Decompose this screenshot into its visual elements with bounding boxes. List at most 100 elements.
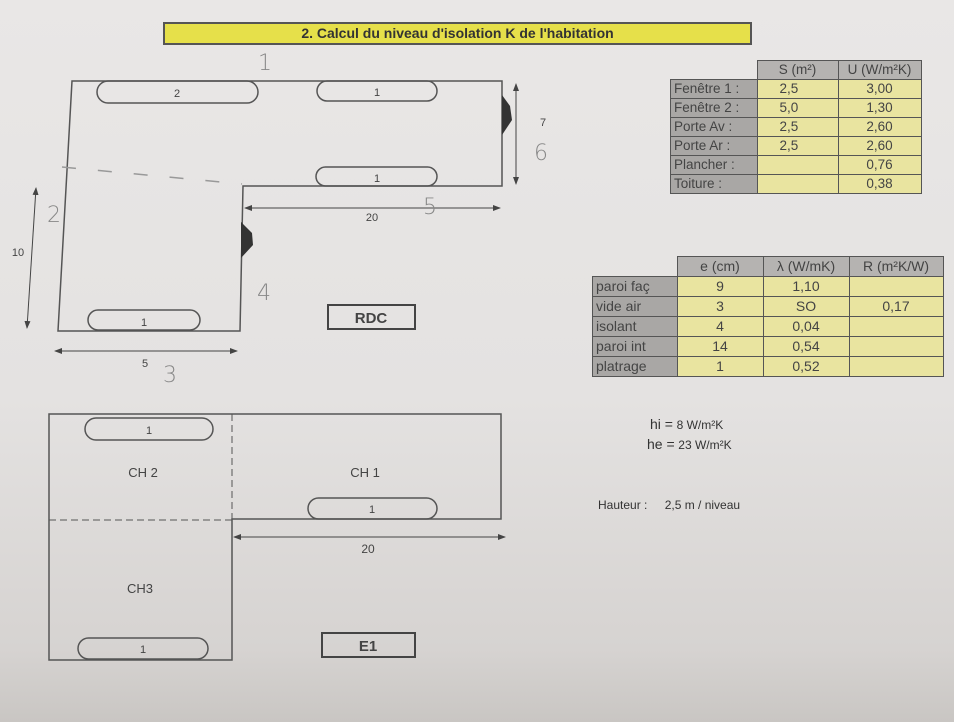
column-header: S (m²) bbox=[756, 60, 839, 80]
dimension-label: 5 bbox=[142, 358, 148, 370]
cell-s: 5,0 bbox=[756, 98, 839, 118]
window-label: 1 bbox=[140, 644, 146, 656]
e1-plan bbox=[48, 413, 506, 661]
cell-lambda: 1,10 bbox=[762, 276, 850, 297]
window-label: 1 bbox=[374, 87, 380, 99]
door-front-icon bbox=[241, 222, 253, 258]
cell-e: 14 bbox=[676, 336, 764, 357]
table-row: Plancher : 0,76 bbox=[670, 155, 922, 175]
cell-s bbox=[756, 155, 839, 175]
row-label: isolant bbox=[592, 316, 678, 337]
window-label: 1 bbox=[374, 173, 380, 185]
room-label: CH 2 bbox=[128, 465, 158, 480]
window-label: 2 bbox=[174, 88, 180, 100]
row-label: vide air bbox=[592, 296, 678, 317]
window-ch1 bbox=[307, 497, 438, 520]
rdc-outline bbox=[57, 80, 503, 332]
hi-label: hi = bbox=[650, 416, 673, 432]
cell-s: 2,5 bbox=[756, 79, 839, 99]
height-info: Hauteur : 2,5 m / niveau bbox=[598, 498, 740, 512]
cell-s: 2,5 bbox=[756, 117, 839, 137]
row-label: Fenêtre 1 : bbox=[670, 79, 758, 99]
cell-u: 1,30 bbox=[837, 98, 922, 118]
dimension-label: 20 bbox=[361, 542, 375, 556]
door-back-icon bbox=[502, 95, 512, 135]
window-1-mid bbox=[315, 166, 438, 187]
room-label: CH3 bbox=[127, 581, 153, 596]
cell-e: 1 bbox=[676, 356, 764, 377]
row-label: Fenêtre 2 : bbox=[670, 98, 758, 118]
window-label: 1 bbox=[369, 504, 375, 516]
page-title: 2. Calcul du niveau d'isolation K de l'h… bbox=[163, 22, 752, 45]
dimension-label: 10 bbox=[12, 247, 24, 259]
e1-label-box bbox=[321, 632, 416, 658]
window-label: 1 bbox=[146, 425, 152, 437]
handwritten-wall-number: 4 bbox=[257, 281, 271, 306]
rdc-plan bbox=[24, 80, 519, 354]
hi-value: 8 W/m²K bbox=[676, 418, 724, 432]
column-header: R (m²K/W) bbox=[848, 256, 944, 277]
he-coefficient: he = 23 W/m²K bbox=[647, 436, 732, 452]
window-1-top bbox=[316, 80, 438, 102]
height-value: 2,5 m / niveau bbox=[664, 498, 741, 512]
handwritten-wall-number: 3 bbox=[163, 363, 177, 388]
window-ch3 bbox=[77, 637, 209, 660]
column-header: λ (W/mK) bbox=[762, 256, 850, 277]
cell-lambda: 0,52 bbox=[762, 356, 850, 377]
row-label: Porte Ar : bbox=[670, 136, 758, 156]
row-label: Plancher : bbox=[670, 155, 758, 175]
dimension-label: 7 bbox=[540, 117, 546, 129]
cell-u: 0,38 bbox=[837, 174, 922, 194]
cell-lambda: SO bbox=[762, 296, 850, 317]
row-label: platrage bbox=[592, 356, 678, 377]
handwritten-wall-number: 6 bbox=[534, 141, 548, 166]
cell-e: 9 bbox=[676, 276, 764, 297]
cell-u: 3,00 bbox=[837, 79, 922, 99]
row-label: paroi faç bbox=[592, 276, 678, 297]
window-ch2 bbox=[84, 417, 214, 441]
cell-u: 2,60 bbox=[837, 117, 922, 137]
hi-coefficient: hi = 8 W/m²K bbox=[650, 416, 723, 432]
dimension-label: 20 bbox=[366, 212, 378, 224]
height-label: Hauteur : bbox=[598, 498, 648, 512]
room-label: CH 1 bbox=[350, 465, 380, 480]
he-value: 23 W/m²K bbox=[678, 438, 732, 452]
rdc-label-box bbox=[327, 304, 416, 330]
rdc-dashed-divider bbox=[61, 166, 243, 185]
cell-r bbox=[848, 276, 944, 297]
cell-r: 0,17 bbox=[848, 296, 944, 317]
cell-e: 4 bbox=[676, 316, 764, 337]
handwritten-wall-number: 5 bbox=[423, 195, 437, 220]
window-1-bottom bbox=[87, 309, 201, 331]
cell-lambda: 0,04 bbox=[762, 316, 850, 337]
window-2 bbox=[96, 80, 259, 104]
cell-s: 2,5 bbox=[756, 136, 839, 156]
cell-u: 2,60 bbox=[837, 136, 922, 156]
he-label: he = bbox=[647, 436, 675, 452]
handwritten-wall-number: 2 bbox=[47, 203, 61, 228]
cell-s bbox=[756, 174, 839, 194]
column-header: U (W/m²K) bbox=[837, 60, 922, 80]
cell-r bbox=[848, 356, 944, 377]
cell-r bbox=[848, 316, 944, 337]
column-header: e (cm) bbox=[676, 256, 764, 277]
cell-r bbox=[848, 336, 944, 357]
rdc-label: RDC bbox=[355, 310, 388, 327]
row-label: paroi int bbox=[592, 336, 678, 357]
row-label: Porte Av : bbox=[670, 117, 758, 137]
cell-u: 0,76 bbox=[837, 155, 922, 175]
window-label: 1 bbox=[141, 317, 147, 329]
row-label: Toiture : bbox=[670, 174, 758, 194]
handwritten-wall-number: 1 bbox=[258, 51, 272, 76]
cell-e: 3 bbox=[676, 296, 764, 317]
